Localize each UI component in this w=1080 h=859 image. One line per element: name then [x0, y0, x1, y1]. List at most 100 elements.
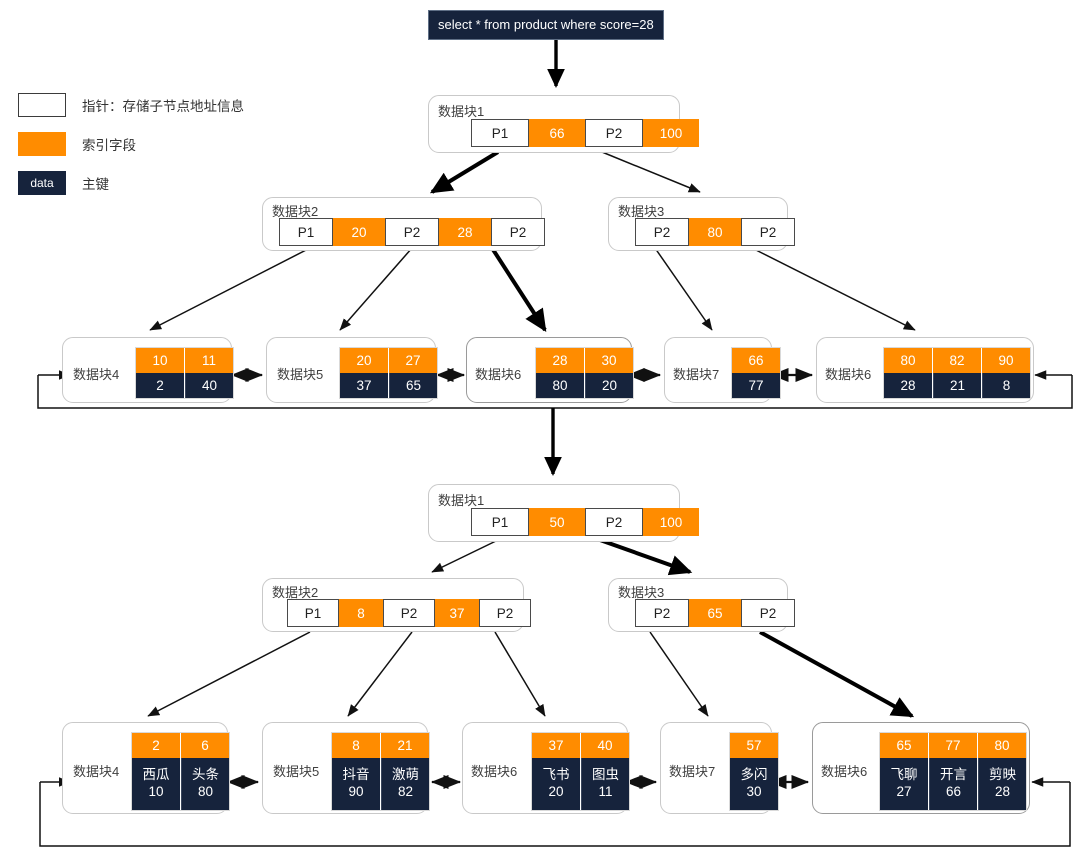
- pointer-swatch-icon: [18, 93, 66, 117]
- pointer-cell[interactable]: P1: [471, 508, 529, 536]
- node-title: 数据块5: [277, 367, 324, 382]
- node-title: 数据块3: [618, 585, 665, 600]
- leaf-key: 21: [381, 733, 429, 758]
- key-cell: 66: [529, 119, 585, 147]
- leaf-value-score: 90: [348, 784, 364, 799]
- node-bottom-root[interactable]: 数据块1 P1 50 P2 100: [428, 484, 699, 542]
- pointer-cell[interactable]: P2: [741, 599, 795, 627]
- leaf-value-name: 开言: [940, 767, 967, 783]
- legend: 指针：存储子节点地址信息 索引字段 data 主键: [18, 92, 244, 209]
- node-title: 数据块2: [272, 585, 319, 600]
- index-cells: P2 65 P2: [635, 599, 795, 627]
- node-title: 数据块5: [273, 764, 320, 779]
- pointer-cell[interactable]: P2: [479, 599, 531, 627]
- node-top-root[interactable]: 数据块1 P1 66 P2 100: [428, 95, 699, 153]
- pointer-cell[interactable]: P1: [287, 599, 339, 627]
- leaf-record: 80 28: [884, 348, 933, 398]
- legend-item-data: data 主键: [18, 170, 244, 196]
- leaf-value: 77: [732, 373, 780, 398]
- leaf-record: 65 飞聊 27: [880, 733, 929, 810]
- leaf-key: 27: [389, 348, 437, 373]
- leaf-records: 20 37 27 65: [339, 347, 438, 399]
- key-cell: 20: [333, 218, 385, 246]
- leaf-key: 8: [332, 733, 380, 758]
- node-bottom-leaf-4[interactable]: 数据块7 57 多闪 30: [660, 722, 779, 814]
- node-title: 数据块7: [669, 764, 716, 779]
- node-top-internal-2[interactable]: 数据块3 P2 80 P2: [608, 197, 795, 251]
- node-top-internal-1[interactable]: 数据块2 P1 20 P2 28 P2: [262, 197, 545, 251]
- leaf-value: 28: [884, 373, 932, 398]
- pointer-cell[interactable]: P2: [383, 599, 435, 627]
- key-cell: 50: [529, 508, 585, 536]
- node-top-leaf-4[interactable]: 数据块7 66 77: [664, 337, 781, 403]
- node-bottom-leaf-1[interactable]: 数据块4 2 西瓜 10 6 头条 80: [62, 722, 230, 814]
- node-title: 数据块3: [618, 204, 665, 219]
- index-swatch-icon: [18, 132, 66, 156]
- key-cell: 100: [643, 508, 699, 536]
- leaf-record: 28 80: [536, 348, 585, 398]
- leaf-record: 66 77: [732, 348, 780, 398]
- node-bottom-leaf-5-match[interactable]: 数据块6 65 飞聊 27 77 开言 66 80 剪映 28: [812, 722, 1030, 814]
- pointer-cell[interactable]: P1: [471, 119, 529, 147]
- node-bottom-internal-1[interactable]: 数据块2 P1 8 P2 37 P2: [262, 578, 531, 632]
- index-cells: P1 20 P2 28 P2: [279, 218, 545, 246]
- leaf-key: 2: [132, 733, 180, 758]
- leaf-key: 65: [880, 733, 928, 758]
- key-cell: 8: [339, 599, 383, 627]
- leaf-value-score: 11: [598, 784, 613, 799]
- node-title: 数据块6: [475, 367, 522, 382]
- leaf-records: 37 飞书 20 40 图虫 11: [531, 732, 630, 811]
- pointer-cell[interactable]: P2: [741, 218, 795, 246]
- leaf-key: 28: [536, 348, 584, 373]
- leaf-value-name: 激萌: [392, 767, 419, 783]
- pointer-cell[interactable]: P2: [635, 218, 689, 246]
- index-cells: P1 66 P2 100: [471, 119, 699, 147]
- node-title: 数据块7: [673, 367, 720, 382]
- pointer-cell[interactable]: P2: [491, 218, 545, 246]
- leaf-value: 多闪 30: [730, 758, 778, 810]
- leaf-record: 27 65: [389, 348, 437, 398]
- leaf-value: 65: [389, 373, 437, 398]
- leaf-record: 82 21: [933, 348, 982, 398]
- leaf-value-name: 头条: [192, 767, 219, 783]
- node-top-leaf-1[interactable]: 数据块4 10 2 11 40: [62, 337, 234, 403]
- leaf-value-name: 多闪: [740, 767, 768, 783]
- leaf-key: 11: [185, 348, 233, 373]
- leaf-value: 剪映 28: [978, 758, 1026, 810]
- node-bottom-leaf-2[interactable]: 数据块5 8 抖音 90 21 激萌 82: [262, 722, 430, 814]
- leaf-value-score: 30: [746, 784, 762, 799]
- leaf-key: 6: [181, 733, 229, 758]
- leaf-key: 10: [136, 348, 184, 373]
- pointer-cell[interactable]: P1: [279, 218, 333, 246]
- leaf-value: 80: [536, 373, 584, 398]
- leaf-records: 28 80 30 20: [535, 347, 634, 399]
- leaf-key: 90: [982, 348, 1030, 373]
- index-cells: P2 80 P2: [635, 218, 795, 246]
- leaf-records: 10 2 11 40: [135, 347, 234, 399]
- leaf-key: 66: [732, 348, 780, 373]
- pointer-cell[interactable]: P2: [585, 508, 643, 536]
- pointer-cell[interactable]: P2: [585, 119, 643, 147]
- leaf-value: 开言 66: [929, 758, 977, 810]
- legend-item-index: 索引字段: [18, 131, 244, 157]
- legend-label-data: 主键: [82, 177, 109, 192]
- leaf-key: 40: [581, 733, 629, 758]
- node-title: 数据块1: [438, 104, 485, 119]
- index-cells: P1 8 P2 37 P2: [287, 599, 531, 627]
- node-top-leaf-3-match[interactable]: 数据块6 28 80 30 20: [466, 337, 634, 403]
- leaf-value: 抖音 90: [332, 758, 380, 810]
- node-top-leaf-5[interactable]: 数据块6 80 28 82 21 90 8: [816, 337, 1034, 403]
- leaf-record: 77 开言 66: [929, 733, 978, 810]
- node-title: 数据块6: [821, 764, 868, 779]
- leaf-value-score: 27: [896, 784, 912, 799]
- node-top-leaf-2[interactable]: 数据块5 20 37 27 65: [266, 337, 438, 403]
- leaf-key: 82: [933, 348, 981, 373]
- leaf-value-score: 66: [945, 784, 962, 799]
- leaf-value-name: 飞聊: [890, 767, 918, 783]
- node-bottom-leaf-3[interactable]: 数据块6 37 飞书 20 40 图虫 11: [462, 722, 630, 814]
- key-cell: 65: [689, 599, 741, 627]
- pointer-cell[interactable]: P2: [635, 599, 689, 627]
- pointer-cell[interactable]: P2: [385, 218, 439, 246]
- node-bottom-internal-2[interactable]: 数据块3 P2 65 P2: [608, 578, 795, 632]
